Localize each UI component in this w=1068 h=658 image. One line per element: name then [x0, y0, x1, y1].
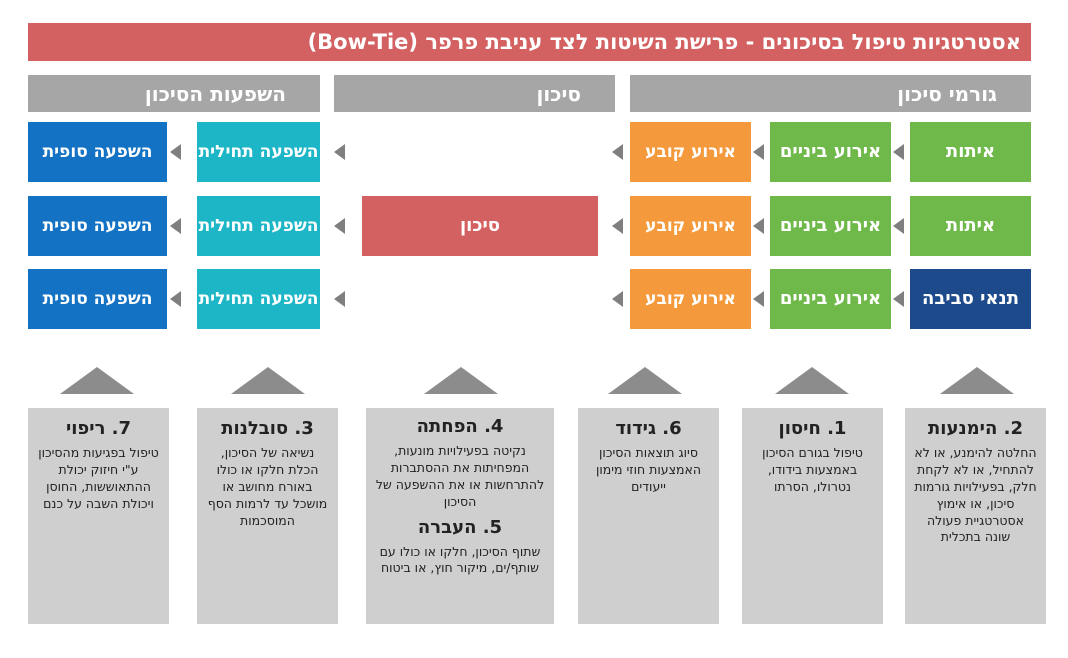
triangle-up-icon [775, 367, 849, 394]
card-hedging: 6. גידוד סיוג תוצאות הסיכון האמצעות חוזי… [578, 408, 719, 624]
card-text: שתוף הסיכון, חלקו או כולו עם שותף/ים, מי… [379, 543, 541, 576]
arrow-left-icon [753, 291, 764, 307]
card-avoidance: 2. הימנעות החלטה להימנע, או לא להתחיל, א… [905, 408, 1046, 624]
card-title: 2. הימנעות [928, 418, 1023, 439]
risk-box: סיכון [362, 196, 598, 256]
card-text: טיפול בפגיעות מהסיכון ע"י חיזוק יכולת הה… [38, 445, 159, 511]
fixed-event-box: אירוע קובע [630, 122, 751, 182]
triangle-up-icon [424, 367, 498, 394]
arrow-left-icon [612, 144, 623, 160]
arrow-left-icon [612, 218, 623, 234]
header-risk: סיכון [334, 75, 615, 112]
arrow-left-icon [334, 291, 345, 307]
triangle-up-icon [231, 367, 305, 394]
environment-conditions-box: תנאי סביבה [910, 269, 1031, 329]
final-impact-box: השפעה סופית [28, 196, 167, 256]
card-text: נשיאה של הסיכון, הכלת חלקו או כולו באורח… [207, 445, 328, 528]
arrow-left-icon [753, 144, 764, 160]
arrow-left-icon [893, 218, 904, 234]
card-text: סיוג תוצאות הסיכון האמצעות חוזי מימון יי… [595, 445, 702, 494]
initial-impact-box: השפעה תחילית [197, 196, 320, 256]
arrow-left-icon [170, 291, 181, 307]
arrow-left-icon [170, 144, 181, 160]
card-text: החלטה להימנע, או לא להתחיל, או לא לקחת ח… [914, 445, 1037, 545]
card-recovery: 7. ריפוי טיפול בפגיעות מהסיכון ע"י חיזוק… [28, 408, 169, 624]
source-signal-box: איתות [910, 196, 1031, 256]
initial-impact-box: השפעה תחילית [197, 122, 320, 182]
card-text: טיפול בגורם הסיכון באמצעות בידודו, נטרול… [762, 445, 863, 494]
card-neutralizing: 1. חיסון טיפול בגורם הסיכון באמצעות בידו… [742, 408, 883, 624]
card-title: 7. ריפוי [65, 418, 132, 439]
triangle-up-icon [608, 367, 682, 394]
fixed-event-box: אירוע קובע [630, 269, 751, 329]
source-signal-box: איתות [910, 122, 1031, 182]
arrow-left-icon [612, 291, 623, 307]
card-title: 4. הפחתה [416, 416, 504, 437]
arrow-left-icon [893, 144, 904, 160]
header-causes: גורמי סיכון [630, 75, 1031, 112]
fixed-event-box: אירוע קובע [630, 196, 751, 256]
arrow-left-icon [334, 144, 345, 160]
final-impact-box: השפעה סופית [28, 122, 167, 182]
arrow-left-icon [893, 291, 904, 307]
card-text: נקיטה בפעילויות מונעות, המפחיתות את ההסת… [375, 443, 545, 509]
triangle-up-icon [940, 367, 1014, 394]
card-mitigation-transfer: 4. הפחתה נקיטה בפעילויות מונעות, המפחיתו… [366, 408, 554, 624]
final-impact-box: השפעה סופית [28, 269, 167, 329]
initial-impact-box: השפעה תחילית [197, 269, 320, 329]
card-title: 1. חיסון [778, 418, 847, 439]
card-tolerance: 3. סובלנות נשיאה של הסיכון, הכלת חלקו או… [197, 408, 338, 624]
header-impacts: השפעות הסיכון [28, 75, 320, 112]
card-title: 6. גידוד [615, 418, 682, 439]
card-title: 5. העברה [417, 516, 503, 538]
triangle-up-icon [60, 367, 134, 394]
arrow-left-icon [753, 218, 764, 234]
arrow-left-icon [334, 218, 345, 234]
arrow-left-icon [170, 218, 181, 234]
intermediate-event-box: אירוע ביניים [770, 122, 891, 182]
intermediate-event-box: אירוע ביניים [770, 196, 891, 256]
page-title: אסטרטגיות טיפול בסיכונים - פרישת השיטות … [28, 23, 1031, 61]
card-title: 3. סובלנות [221, 418, 314, 439]
intermediate-event-box: אירוע ביניים [770, 269, 891, 329]
